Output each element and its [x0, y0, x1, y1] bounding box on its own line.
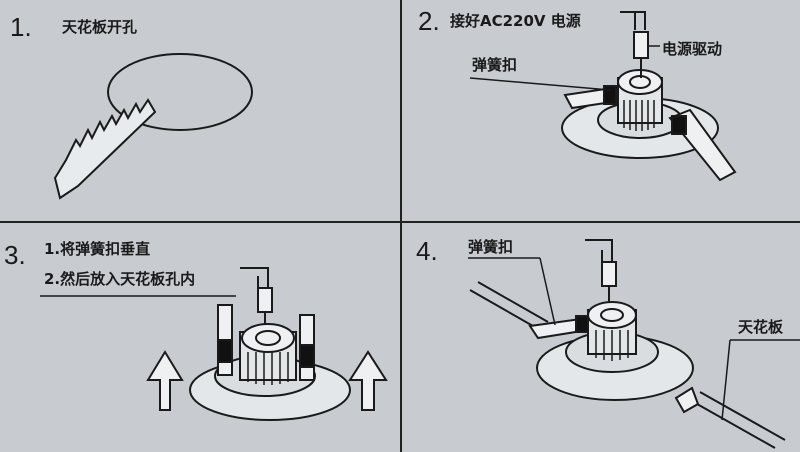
installed-lamp-illustration: [468, 239, 800, 449]
step-3-line-2: 2.然后放入天花板孔内: [44, 270, 196, 288]
spring-clip-label: 弹簧扣: [468, 238, 514, 256]
ceiling-hole-saw-illustration: [53, 53, 253, 200]
up-arrow-icon: [146, 350, 184, 411]
step-2-title: 接好AC220V 电源: [450, 12, 581, 30]
up-arrow-icon: [348, 350, 388, 411]
ceiling-hole: [107, 53, 253, 131]
vertical-divider: [400, 0, 402, 452]
step-3-number: 3.: [4, 240, 26, 270]
step-4-number: 4.: [416, 236, 438, 266]
spring-clip-label: 弹簧扣: [472, 56, 518, 74]
step-2-number: 2.: [418, 6, 440, 36]
step-3-line-1: 1.将弹簧扣垂直: [44, 240, 151, 258]
ceiling-label: 天花板: [738, 318, 784, 336]
saw-icon: [53, 98, 157, 200]
driver-label: 电源驱动: [662, 40, 723, 58]
step-1-title: 天花板开孔: [62, 18, 138, 36]
step-1-number: 1.: [10, 12, 32, 42]
horizontal-divider: [0, 221, 800, 223]
lamp-wiring-illustration: [469, 11, 737, 182]
vertical-clip-illustration: [40, 267, 388, 421]
